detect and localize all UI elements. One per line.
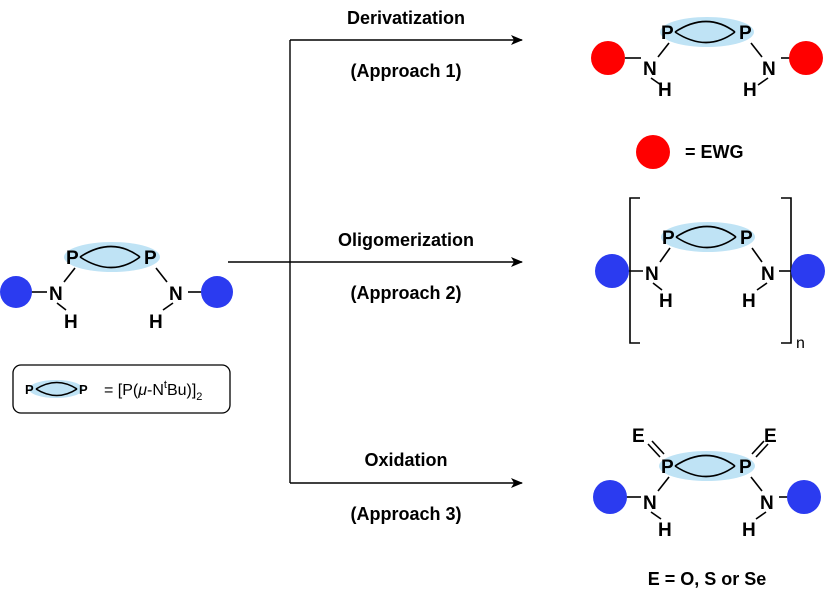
atom-p: P [661,457,674,478]
atom-n: N [760,493,774,514]
ewg-circle [789,41,823,75]
atom-n: N [643,493,657,514]
approach-label-3: (Approach 3) [350,504,461,524]
ewg-circle [636,135,670,169]
atom-n: N [643,59,657,80]
approach-label-1: (Approach 1) [350,61,461,81]
ring-legend: P P = [P(μ-NtBu)]2 [12,364,231,414]
atom-n: N [761,264,775,285]
oxidation-note: E = O, S or Se [648,569,767,589]
atom-h: H [659,291,673,312]
atom-p: P [739,23,752,44]
atom-h: H [658,80,672,101]
product-derivatization: P P N N H H [591,17,823,101]
atom-n: N [762,59,776,80]
substituent-circle [787,480,821,514]
atom-h: H [742,291,756,312]
ring-highlight [64,242,160,272]
atom-p: P [66,248,79,269]
substituent-circle [595,254,629,288]
starting-material: P P N N H H [0,242,233,333]
atom-n: N [169,284,183,305]
atom-h: H [149,312,163,333]
legend-formula: = [P(μ-NtBu)]2 [104,379,202,403]
product-oxidation: P P E E N N H H [593,426,821,541]
atom-e: E [632,426,645,447]
reaction-arrows: Derivatization (Approach 1) Oligomerizat… [228,8,523,524]
ewg-legend: = EWG [636,135,744,169]
reaction-label-2: Oligomerization [338,230,474,250]
reaction-label-1: Derivatization [347,8,465,28]
ewg-circle [591,41,625,75]
atom-p: P [662,228,675,249]
atom-n: N [645,264,659,285]
atom-p: P [25,382,34,397]
atom-h: H [743,80,757,101]
substituent-circle [0,276,32,308]
atom-h: H [658,520,672,541]
atom-p: P [740,228,753,249]
atom-p: P [739,457,752,478]
legend-box [12,364,231,414]
substituent-circle [201,276,233,308]
repeat-unit-subscript: n [796,335,805,352]
atom-p: P [661,23,674,44]
atom-h: H [64,312,78,333]
substituent-circle [791,254,825,288]
approach-label-2: (Approach 2) [350,283,461,303]
product-oligomer: n P P N N H H [595,197,825,352]
atom-n: N [49,284,63,305]
substituent-circle [593,480,627,514]
ewg-legend-text: = EWG [685,142,744,162]
reaction-label-3: Oxidation [364,450,447,470]
atom-p: P [144,248,157,269]
atom-p: P [79,382,88,397]
atom-h: H [742,520,756,541]
atom-e: E [764,426,777,447]
